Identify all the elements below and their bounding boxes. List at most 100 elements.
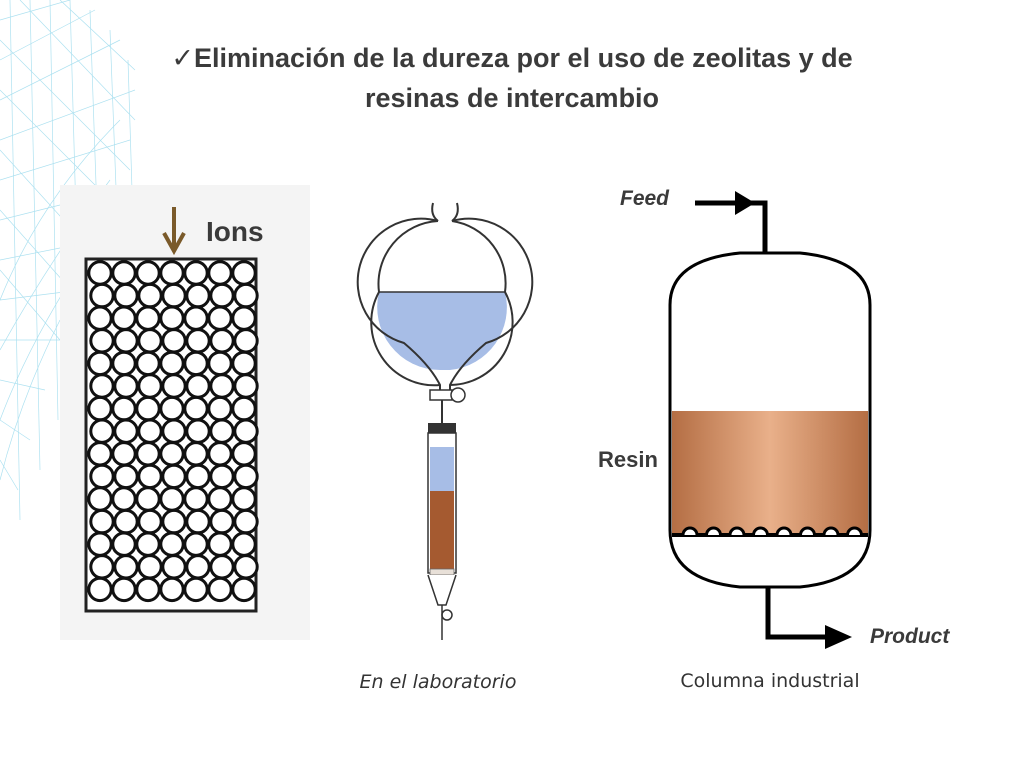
zeolite-bead xyxy=(89,418,115,444)
zeolite-bead xyxy=(233,554,259,580)
zeolite-bed-diagram: Ions xyxy=(60,185,310,640)
zeolite-bead xyxy=(89,373,115,399)
zeolite-bead xyxy=(183,350,209,377)
zeolite-bead xyxy=(161,328,187,354)
zeolite-bead xyxy=(231,531,257,557)
zeolite-bead xyxy=(161,508,187,535)
zeolite-bead xyxy=(231,576,257,603)
feed-label: Feed xyxy=(620,187,670,210)
funnel-liquid xyxy=(377,292,507,370)
zeolite-bead xyxy=(159,486,185,512)
zeolite-bead xyxy=(207,441,233,467)
zeolite-bead xyxy=(111,486,137,512)
industrial-caption: Columna industrial xyxy=(680,670,859,692)
zeolite-bead xyxy=(233,418,259,444)
zeolite-bead xyxy=(161,282,187,309)
zeolite-bead xyxy=(135,576,161,603)
zeolite-bead xyxy=(113,508,139,535)
zeolite-bead xyxy=(185,508,211,535)
zeolite-bead xyxy=(207,576,233,603)
zeolite-bead xyxy=(111,441,137,467)
zeolite-bead xyxy=(89,328,115,354)
zeolite-bead xyxy=(87,260,113,286)
distributor-nozzle xyxy=(681,526,699,536)
resin-bed xyxy=(672,411,868,533)
zeolite-bead xyxy=(137,373,163,399)
zeolite-bead xyxy=(137,554,163,580)
zeolite-bead xyxy=(185,328,211,354)
zeolite-bead xyxy=(135,486,161,512)
zeolite-bead xyxy=(209,418,235,444)
zeolite-bead xyxy=(111,260,137,286)
title-line-2: resinas de intercambio xyxy=(364,83,660,113)
zeolite-bead xyxy=(111,305,137,331)
zeolite-bead xyxy=(231,305,257,331)
zeolite-bead xyxy=(113,554,139,580)
zeolite-bead xyxy=(111,531,137,557)
zeolite-bead xyxy=(207,486,233,512)
zeolite-bead xyxy=(207,395,233,422)
checkmark-icon: ✓ xyxy=(171,43,194,73)
zeolite-bead xyxy=(135,350,161,377)
zeolite-bead xyxy=(113,328,139,354)
zeolite-bead xyxy=(209,282,235,309)
zeolite-bead xyxy=(161,463,187,490)
zeolite-bead xyxy=(89,554,115,580)
zeolite-bead xyxy=(137,282,163,309)
zeolite-bead xyxy=(207,260,233,286)
zeolite-bead xyxy=(135,531,161,557)
zeolite-bead xyxy=(233,373,259,399)
zeolite-bead xyxy=(159,350,185,377)
industrial-column-diagram: Feed Resin Product Columna industrial xyxy=(598,187,950,692)
distributor-nozzles xyxy=(681,526,863,536)
zeolite-bead xyxy=(231,350,257,377)
zeolite-bead xyxy=(183,576,209,603)
zeolite-beads xyxy=(87,260,259,603)
zeolite-bead xyxy=(87,350,113,377)
lab-caption: En el laboratorio xyxy=(360,671,517,693)
zeolite-bead xyxy=(113,282,139,309)
zeolite-bead xyxy=(111,395,137,422)
zeolite-bead xyxy=(135,260,161,286)
zeolite-bead xyxy=(183,305,209,331)
distributor-nozzle xyxy=(799,526,816,536)
zeolite-bead xyxy=(207,350,233,377)
zeolite-bead xyxy=(233,463,259,490)
zeolite-bead xyxy=(183,260,209,286)
resin-label: Resin xyxy=(598,447,658,472)
zeolite-bead xyxy=(209,554,235,580)
distributor-nozzle xyxy=(705,526,722,536)
zeolite-bead xyxy=(137,418,163,444)
ions-label: Ions xyxy=(206,216,264,247)
zeolite-bead xyxy=(89,282,115,309)
product-arrow-icon xyxy=(825,625,852,649)
zeolite-bead xyxy=(209,508,235,535)
zeolite-bead xyxy=(137,508,163,535)
zeolite-bead xyxy=(135,395,161,422)
zeolite-bead xyxy=(113,418,139,444)
zeolite-bead xyxy=(231,395,257,422)
lab-column-diagram: En el laboratorio xyxy=(356,202,534,693)
zeolite-bead xyxy=(137,463,163,490)
column-resin xyxy=(430,491,454,569)
zeolite-bead xyxy=(87,441,113,467)
zeolite-bead xyxy=(113,463,139,490)
zeolite-bead xyxy=(231,260,257,286)
zeolite-bead xyxy=(209,328,235,354)
arrow-down-icon xyxy=(162,207,186,256)
zeolite-bead xyxy=(161,373,187,399)
zeolite-bead xyxy=(231,486,257,512)
zeolite-bead xyxy=(159,576,185,603)
zeolite-bead xyxy=(183,531,209,557)
distributor-nozzle xyxy=(728,526,746,536)
zeolite-bead xyxy=(209,463,235,490)
decorative-wireframe xyxy=(0,0,136,521)
zeolite-bead xyxy=(89,508,115,535)
zeolite-bead xyxy=(135,441,161,467)
zeolite-bead xyxy=(87,395,113,422)
zeolite-bead xyxy=(137,328,163,354)
zeolite-bead xyxy=(161,554,187,580)
zeolite-bead xyxy=(159,305,185,331)
stopcock-icon xyxy=(450,387,466,403)
distributor-nozzle xyxy=(752,526,769,536)
